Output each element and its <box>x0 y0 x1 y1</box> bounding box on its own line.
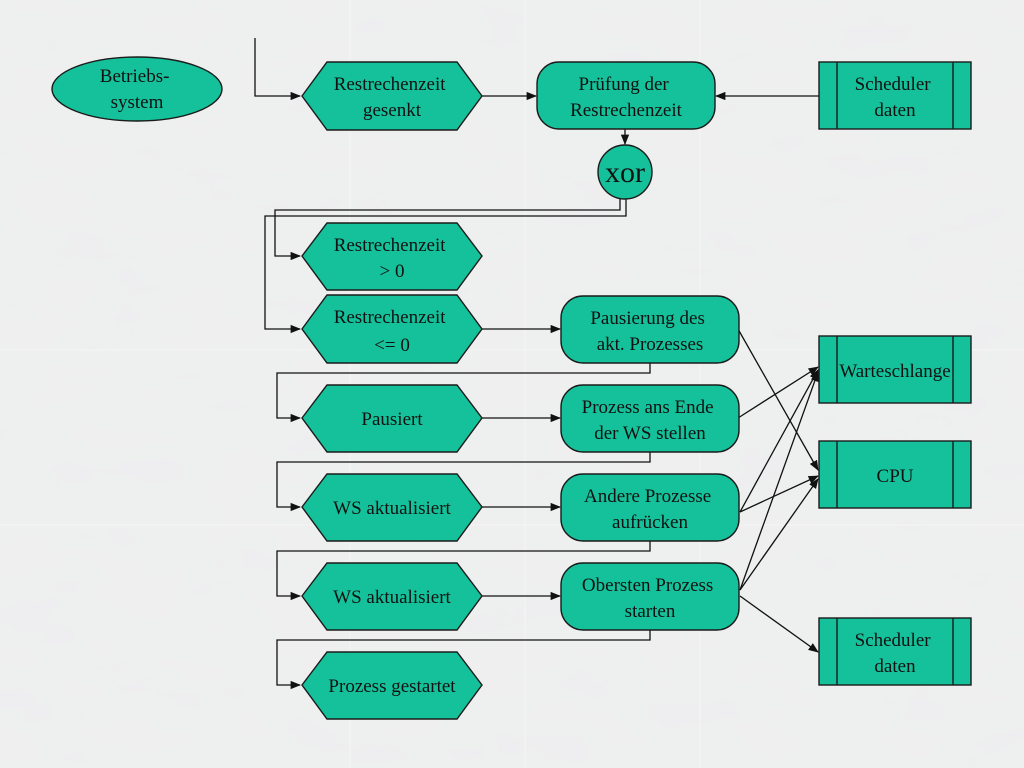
svg-text:Andere Prozesse aufrücke: Andere Prozesse aufrücken <box>584 486 716 533</box>
event-pausiert: Pausiert <box>301 384 483 453</box>
event-restrechenzeit-gt-0: Restrechenzeit > 0 <box>301 222 483 291</box>
function-andere-prozesse: Andere Prozesse aufrücken <box>560 473 740 542</box>
xor-connector: xor <box>597 144 653 200</box>
edge-oberster-to-cpu <box>739 478 819 591</box>
node-betriebssystem: Betriebs- system <box>51 56 223 122</box>
function-oberster-line-1: Obersten Prozess <box>582 575 713 596</box>
data-cpu-label: CPU <box>877 466 914 487</box>
edge-ende-to-ws1 <box>276 452 651 512</box>
edge-xor-to-gt0 <box>274 198 621 261</box>
data-scheduler-daten-bottom: Scheduler daten <box>818 617 972 686</box>
event-le0-line-2: <= 0 <box>374 335 410 356</box>
event-restrechenzeit-le-0: Restrechenzeit <= 0 <box>301 294 483 364</box>
edge-pausierung-to-cpu <box>737 328 819 471</box>
svg-text:Scheduler daten: Scheduler daten <box>855 630 936 677</box>
function-obersten-prozess: Obersten Prozess starten <box>560 562 740 631</box>
edge-andere-to-ws2 <box>276 541 651 601</box>
svg-text:Scheduler daten: Scheduler daten <box>855 74 936 121</box>
svg-text:Restrechenzeit gesenkt: Restrechenzeit gesenkt <box>334 74 451 121</box>
event-prozess-gestartet: Prozess gestartet <box>301 651 483 720</box>
svg-text:Betriebs- system: Betriebs- system <box>100 66 174 113</box>
edge-start-to-gesenkt <box>254 38 302 101</box>
svg-text:Prüfung der Restrechenze: Prüfung der Restrechenzeit <box>570 74 683 121</box>
edge-oberster-to-gestartet <box>276 630 651 690</box>
svg-text:Restrechenzeit <= 0: Restrechenzeit <= 0 <box>334 307 451 356</box>
event-ws1-label: WS aktualisiert <box>333 498 451 519</box>
edge-oberster-to-scheduler <box>739 595 819 653</box>
edge-andere-to-warteschlange <box>739 369 819 513</box>
event-restrechenzeit-gesenkt-line-1: Restrechenzeit <box>334 74 447 95</box>
function-ans-ende-line-1: Prozess ans Ende <box>582 397 714 418</box>
data-scheduler-top-line-1: Scheduler <box>855 74 932 95</box>
edge-oberster-to-warteschlange <box>739 371 819 591</box>
event-gt0-line-1: Restrechenzeit <box>334 235 447 256</box>
edge-andere-to-cpu <box>739 475 819 513</box>
event-pausiert-label: Pausiert <box>361 409 423 430</box>
svg-text:Prozess ans Ende der WS: Prozess ans Ende der WS stellen <box>582 397 719 444</box>
event-gestartet-label: Prozess gestartet <box>328 676 456 697</box>
svg-text:Pausierung des akt. Proz: Pausierung des akt. Prozesses <box>590 308 709 355</box>
xor-label: xor <box>605 156 645 189</box>
event-le0-line-1: Restrechenzeit <box>334 307 447 328</box>
edge-ende-to-warteschlange <box>737 366 819 419</box>
data-scheduler-bottom-line-1: Scheduler <box>855 630 932 651</box>
event-ws-aktualisiert-1: WS aktualisiert <box>301 473 483 542</box>
function-prozess-ans-ende: Prozess ans Ende der WS stellen <box>560 384 740 453</box>
data-scheduler-top-line-2: daten <box>874 100 916 121</box>
data-scheduler-bottom-line-2: daten <box>874 656 916 677</box>
data-warteschlange-label: Warteschlange <box>839 361 950 382</box>
event-ws-aktualisiert-2: WS aktualisiert <box>301 562 483 631</box>
event-restrechenzeit-gesenkt-line-2: gesenkt <box>363 100 422 121</box>
event-ws2-label: WS aktualisiert <box>333 587 451 608</box>
edge-pausierung-to-pausiert <box>276 363 651 423</box>
node-betriebssystem-line-1: Betriebs- <box>100 66 170 87</box>
event-gt0-line-2: > 0 <box>380 261 405 282</box>
function-pausierung: Pausierung des akt. Prozesses <box>560 295 740 364</box>
function-pruefung-line-2: Restrechenzeit <box>570 100 683 121</box>
function-pruefung-line-1: Prüfung der <box>579 74 670 95</box>
event-restrechenzeit-gesenkt: Restrechenzeit gesenkt <box>301 61 483 131</box>
edge-xor-to-le0 <box>264 198 627 334</box>
data-scheduler-daten-top: Scheduler daten <box>818 61 972 130</box>
function-pausierung-line-1: Pausierung des <box>590 308 705 329</box>
connectors <box>254 38 819 690</box>
function-andere-line-1: Andere Prozesse <box>584 486 711 507</box>
function-ans-ende-line-2: der WS stellen <box>594 423 706 444</box>
function-pausierung-line-2: akt. Prozesses <box>597 334 704 355</box>
data-warteschlange: Warteschlange <box>818 335 972 404</box>
svg-text:Obersten Prozess starten: Obersten Prozess starten <box>582 575 718 622</box>
node-betriebssystem-line-2: system <box>111 92 164 113</box>
function-pruefung-restrechenzeit: Prüfung der Restrechenzeit <box>536 61 716 130</box>
data-cpu: CPU <box>818 440 972 509</box>
function-oberster-line-2: starten <box>625 601 676 622</box>
svg-text:Restrechenzeit > 0: Restrechenzeit > 0 <box>334 235 451 282</box>
function-andere-line-2: aufrücken <box>612 512 688 533</box>
